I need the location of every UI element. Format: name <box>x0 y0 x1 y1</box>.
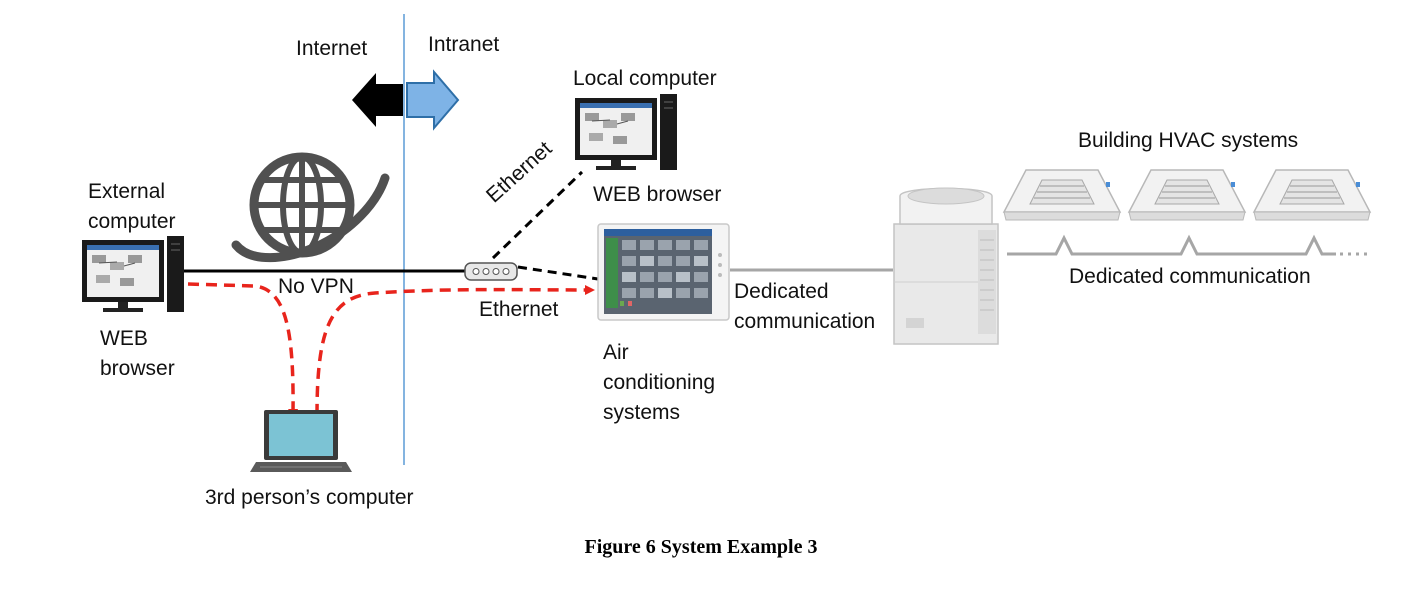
ac-systems-label-line3: systems <box>603 401 681 424</box>
ac-controller-icon <box>597 223 730 321</box>
figure-caption: Figure 6 System Example 3 <box>584 536 818 558</box>
intranet-arrow-icon <box>406 69 460 131</box>
dedicated-communication-label-line1: Dedicated <box>734 280 829 303</box>
hub-to-controller-ethernet <box>517 265 599 281</box>
ethernet-hub-label: Ethernet <box>479 298 559 321</box>
attack-path-third-to-controller <box>315 284 595 416</box>
ethernet-hub-icon <box>464 262 518 281</box>
globe-icon <box>231 152 390 263</box>
ac-systems-label-line2: conditioning <box>603 371 716 394</box>
ac-systems-label-line1: Air <box>603 341 629 364</box>
external-web-browser-label-line2: browser <box>100 357 175 380</box>
external-computer-label-line1: External <box>88 180 166 203</box>
external-web-browser-label-line1: WEB <box>100 327 148 350</box>
local-web-browser-label: WEB browser <box>593 183 722 206</box>
external-computer-icon <box>82 236 184 312</box>
indoor-unit-2-icon <box>1127 169 1247 221</box>
indoor-unit-3-icon <box>1252 169 1372 221</box>
dedicated-communication-label-line2: communication <box>734 310 876 333</box>
hub-to-local-ethernet <box>491 170 584 260</box>
internet-label: Internet <box>296 37 368 60</box>
no-vpn-label: No VPN <box>278 275 354 298</box>
building-hvac-label: Building HVAC systems <box>1078 129 1299 152</box>
indoor-unit-1-icon <box>1002 169 1122 221</box>
attack-path-ext-to-third <box>187 282 299 419</box>
outdoor-unit-icon <box>893 187 999 345</box>
indoor-units-dedicated-line <box>1007 234 1336 256</box>
laptop-icon <box>250 410 352 472</box>
dedicated-communication-right-label: Dedicated communication <box>1069 265 1311 288</box>
internet-arrow-icon <box>352 73 403 127</box>
local-computer-label: Local computer <box>573 67 717 90</box>
intranet-label: Intranet <box>428 33 500 56</box>
local-computer-icon <box>575 94 677 170</box>
external-computer-label-line2: computer <box>88 210 176 233</box>
third-person-computer-label: 3rd person’s computer <box>205 486 414 509</box>
